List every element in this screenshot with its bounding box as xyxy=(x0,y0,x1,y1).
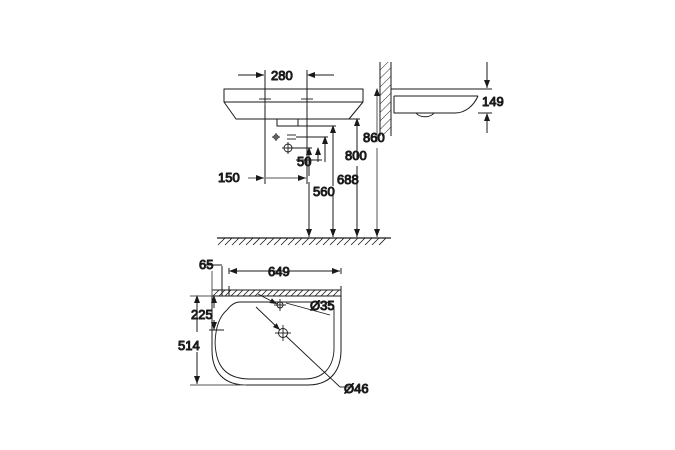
leader-d46 xyxy=(255,306,352,388)
dimension-label-649: 649 xyxy=(268,264,290,279)
side-elevation-basin xyxy=(390,88,479,118)
plan-basin-outline xyxy=(211,295,342,386)
dimension-649 xyxy=(228,268,342,296)
supply-connection-marks xyxy=(272,133,296,154)
dimension-label-688: 688 xyxy=(337,172,359,187)
plan-wall-band xyxy=(212,289,341,297)
dimension-label-d46: Ø46 xyxy=(344,381,369,396)
dimension-label-d35: Ø35 xyxy=(310,298,335,313)
dimension-label-800: 800 xyxy=(345,148,367,163)
dimension-149 xyxy=(478,62,492,133)
dimension-50 xyxy=(296,136,328,162)
dimension-label-560: 560 xyxy=(313,184,335,199)
dimension-514 xyxy=(190,295,246,386)
dimension-label-65: 65 xyxy=(199,257,213,272)
tap-hole-marks-elevation xyxy=(259,93,313,105)
dimension-150 xyxy=(248,105,308,184)
plan-waste-hole xyxy=(275,325,291,341)
dimension-label-860: 860 xyxy=(363,130,385,145)
dimension-label-149: 149 xyxy=(482,94,504,109)
dimension-280 xyxy=(238,70,334,102)
dimension-label-225: 225 xyxy=(191,307,213,322)
dimension-label-280: 280 xyxy=(271,68,293,83)
leader-d35 xyxy=(257,293,331,316)
dimension-label-50: 50 xyxy=(297,154,311,169)
front-elevation-basin xyxy=(223,88,364,127)
dimension-label-150: 150 xyxy=(218,170,240,185)
plan-tap-hole xyxy=(274,299,286,311)
dimension-560 xyxy=(288,147,312,237)
wall-section xyxy=(379,62,392,136)
dimension-label-514: 514 xyxy=(178,338,200,353)
dimension-225 xyxy=(209,295,224,331)
dimension-65 xyxy=(205,264,223,296)
dimension-688 xyxy=(298,125,336,237)
floor-line xyxy=(217,237,391,246)
dimension-800 xyxy=(349,118,360,237)
